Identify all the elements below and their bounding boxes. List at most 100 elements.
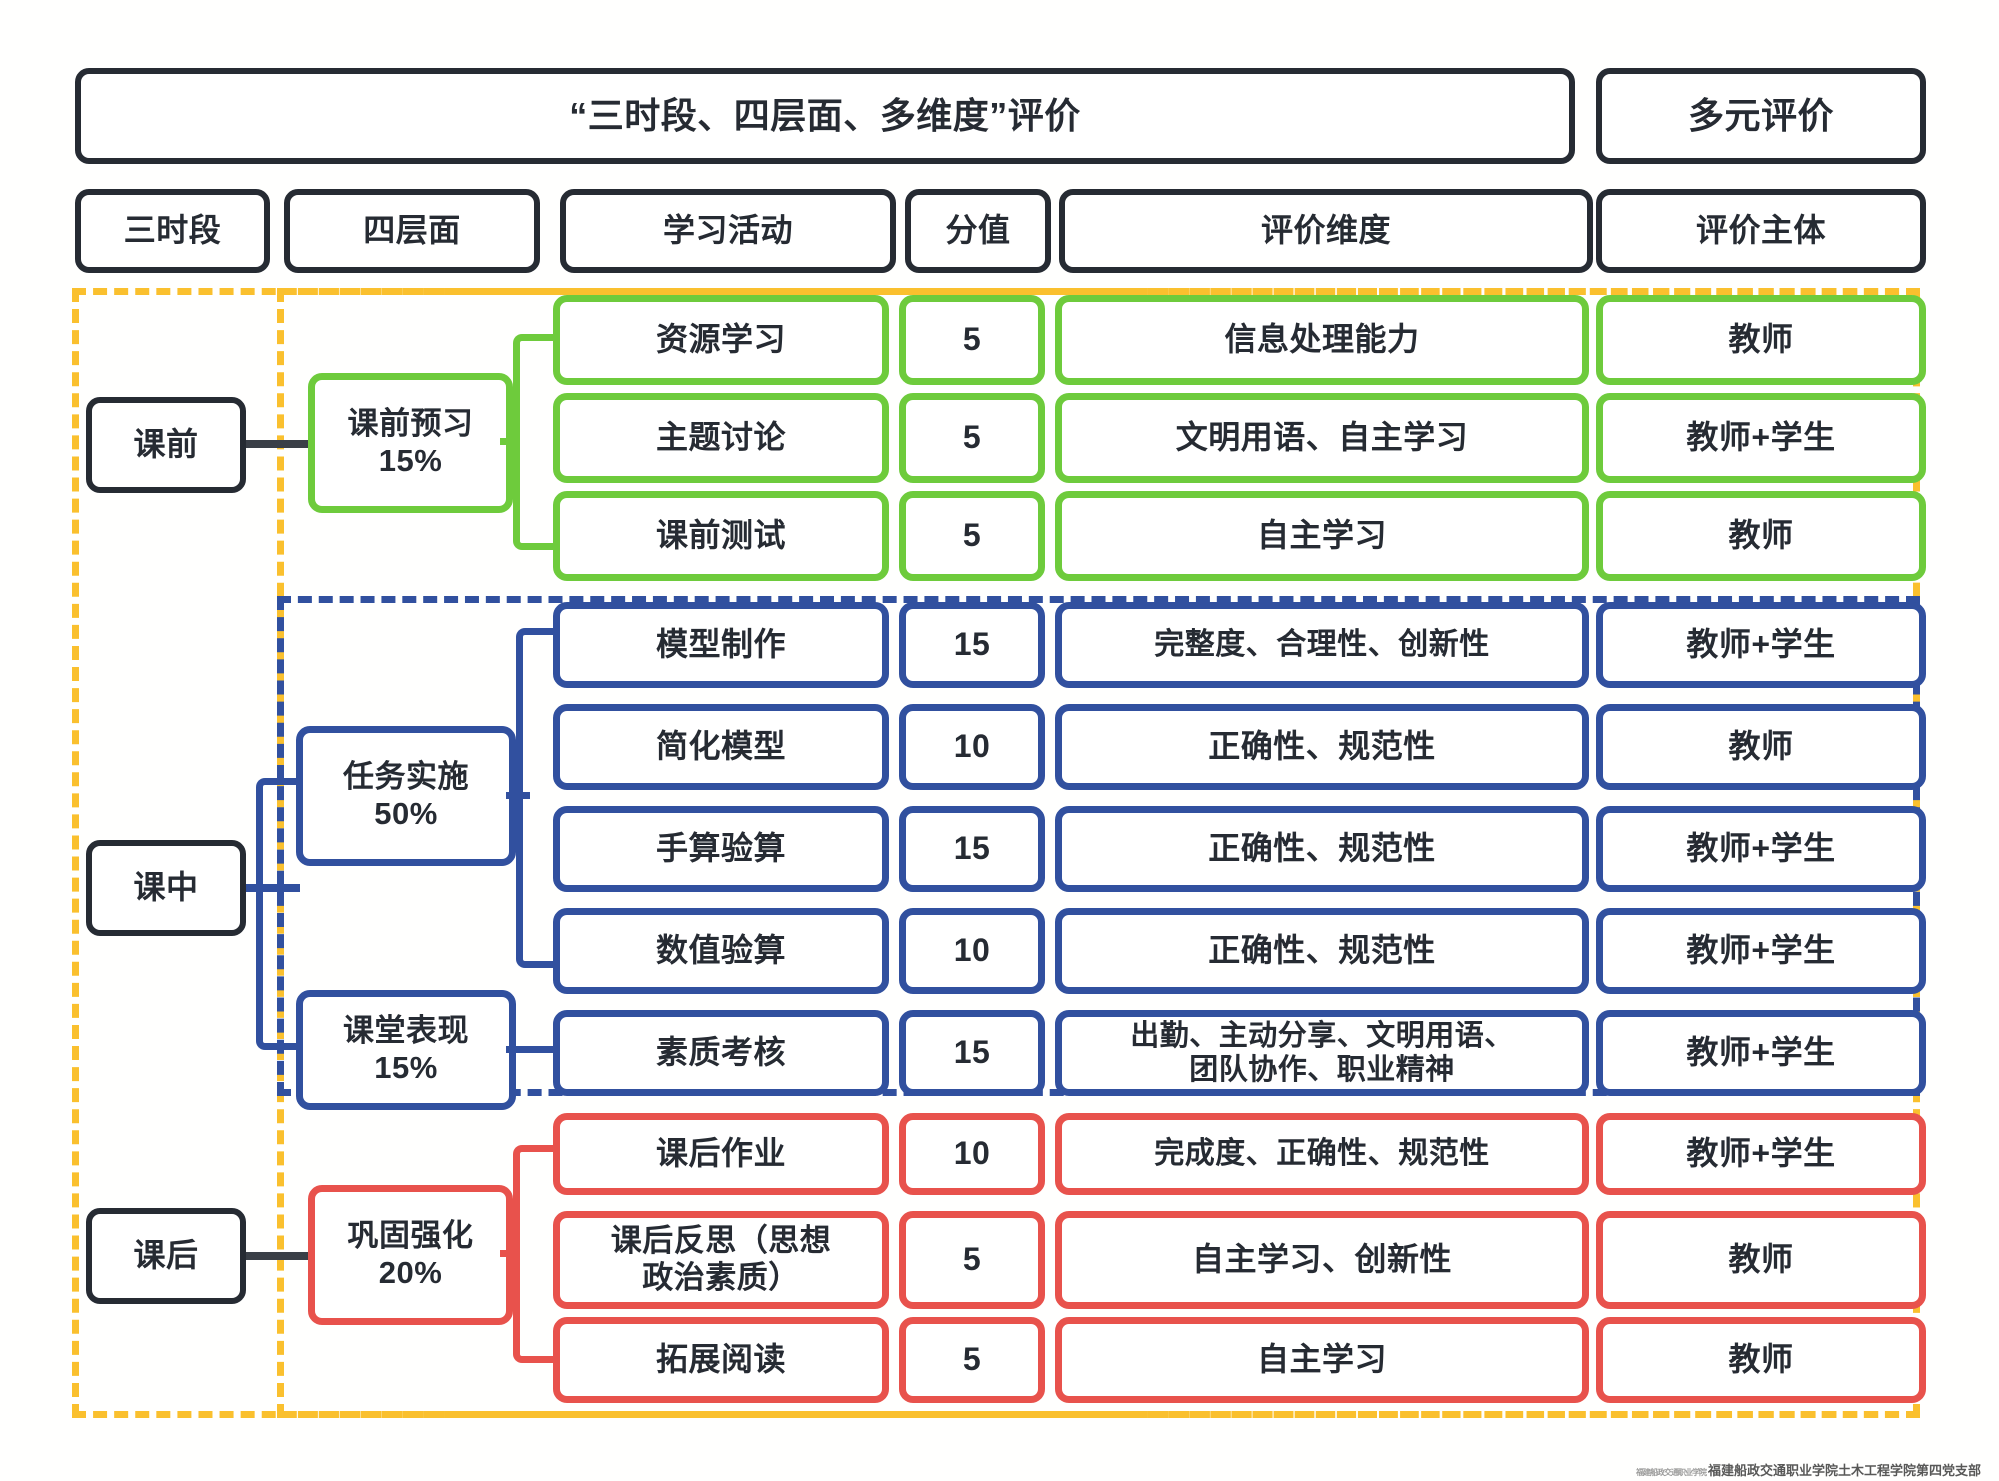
dimension-box-after-0: 完成度、正确性、规范性 (1055, 1113, 1589, 1195)
activity-label-during-2: 手算验算 (655, 830, 786, 867)
layer-name-after-0: 巩固强化 (347, 1218, 474, 1254)
layer-box-after-0: 巩固强化 20% (308, 1185, 513, 1325)
score-box-during-4: 15 (899, 1010, 1045, 1096)
score-label-before-2: 5 (962, 517, 982, 554)
dimension-box-before-2: 自主学习 (1055, 491, 1589, 581)
subject-label-during-0: 教师+学生 (1686, 626, 1836, 663)
dimension-box-before-1: 文明用语、自主学习 (1055, 393, 1589, 483)
footer-text: 福建船政交通职业学院土木工程学院第四党支部 (1707, 1463, 1981, 1478)
layer-name-during-0: 任务实施 (343, 759, 469, 795)
phase-box-during: 课中 (86, 840, 246, 936)
score-label-during-4: 15 (953, 1034, 991, 1071)
score-label-after-2: 5 (962, 1341, 982, 1378)
activity-label-during-1: 简化模型 (655, 728, 786, 765)
activity-box-during-2: 手算验算 (553, 806, 889, 892)
footer-watermark: 福建船政交通职业学院福建船政交通职业学院土木工程学院第四党支部 (1636, 1460, 1981, 1479)
subject-label-after-0: 教师+学生 (1686, 1135, 1836, 1172)
subject-label-during-3: 教师+学生 (1686, 932, 1836, 969)
dimension-box-during-4: 出勤、主动分享、文明用语、 团队协作、职业精神 (1055, 1010, 1589, 1096)
activity-label-after-2: 拓展阅读 (655, 1341, 786, 1378)
score-box-after-0: 10 (899, 1113, 1045, 1195)
layer-weight-during-1: 15% (374, 1050, 438, 1085)
subject-box-before-0: 教师 (1596, 295, 1926, 385)
dimension-label-before-2: 自主学习 (1256, 517, 1387, 554)
dimension-label-after-0: 完成度、正确性、规范性 (1154, 1137, 1490, 1171)
score-label-before-1: 5 (962, 419, 982, 456)
score-box-before-0: 5 (899, 295, 1045, 385)
activity-label-after-0: 课后作业 (655, 1135, 786, 1172)
connector-phase-layer-after (246, 1252, 308, 1260)
column-header-activity: 学习活动 (560, 189, 896, 273)
subject-label-after-2: 教师 (1728, 1341, 1794, 1378)
score-box-after-1: 5 (899, 1211, 1045, 1309)
dimension-box-during-3: 正确性、规范性 (1055, 908, 1589, 994)
activity-label-during-3: 数值验算 (655, 932, 786, 969)
score-label-after-1: 5 (962, 1241, 982, 1278)
dimension-label-before-0: 信息处理能力 (1224, 321, 1420, 358)
layer-weight-before-0: 15% (378, 443, 443, 478)
activity-box-after-2: 拓展阅读 (553, 1317, 889, 1403)
activity-label-before-0: 资源学习 (655, 321, 786, 358)
activity-box-during-1: 简化模型 (553, 704, 889, 790)
score-box-during-1: 10 (899, 704, 1045, 790)
phase-label-before: 课前 (133, 426, 199, 463)
dimension-box-during-0: 完整度、合理性、创新性 (1055, 602, 1589, 688)
column-header-dimension: 评价维度 (1059, 189, 1593, 273)
dimension-label-during-1: 正确性、规范性 (1208, 728, 1436, 765)
layer-weight-during-0: 50% (374, 796, 438, 831)
dimension-label-after-1: 自主学习、创新性 (1191, 1241, 1452, 1278)
activity-box-during-4: 素质考核 (553, 1010, 889, 1096)
activity-box-before-2: 课前测试 (553, 491, 889, 581)
column-header-dimension-label: 评价维度 (1260, 212, 1391, 249)
layer-box-during-0: 任务实施 50% (296, 726, 516, 866)
dimension-box-before-0: 信息处理能力 (1055, 295, 1589, 385)
dimension-box-during-2: 正确性、规范性 (1055, 806, 1589, 892)
layer-box-before-0: 课前预习 15% (308, 373, 513, 513)
phase-label-after: 课后 (133, 1237, 199, 1274)
phase-box-before: 课前 (86, 397, 246, 493)
column-header-subject: 评价主体 (1596, 189, 1926, 273)
dimension-box-after-1: 自主学习、创新性 (1055, 1211, 1589, 1309)
score-box-after-2: 5 (899, 1317, 1045, 1403)
subject-label-before-2: 教师 (1728, 517, 1794, 554)
subject-label-after-1: 教师 (1728, 1241, 1794, 1278)
activity-box-before-1: 主题讨论 (553, 393, 889, 483)
subject-label-during-2: 教师+学生 (1686, 830, 1836, 867)
subject-box-before-1: 教师+学生 (1596, 393, 1926, 483)
activity-label-before-1: 主题讨论 (655, 419, 786, 456)
layer-name-before-0: 课前预习 (347, 406, 474, 442)
phase-label-during: 课中 (133, 869, 199, 906)
subject-box-during-1: 教师 (1596, 704, 1926, 790)
activity-label-during-4: 素质考核 (655, 1034, 786, 1071)
activity-box-during-3: 数值验算 (553, 908, 889, 994)
subject-box-after-1: 教师 (1596, 1211, 1926, 1309)
bracket-phase-stub-during (246, 884, 300, 892)
bracket-stub-before (500, 438, 520, 445)
column-header-layer: 四层面 (284, 189, 540, 273)
score-label-after-0: 10 (953, 1135, 991, 1172)
score-label-during-2: 15 (953, 830, 991, 867)
score-box-before-2: 5 (899, 491, 1045, 581)
activity-box-after-1: 课后反思（思想 政治素质） (553, 1211, 889, 1309)
subject-label-during-4: 教师+学生 (1686, 1034, 1836, 1071)
dimension-label-during-2: 正确性、规范性 (1208, 830, 1436, 867)
column-header-phase-label: 三时段 (123, 212, 222, 249)
score-label-during-1: 10 (953, 728, 991, 765)
score-box-before-1: 5 (899, 393, 1045, 483)
column-header-score-label: 分值 (945, 212, 1011, 249)
header-title: “三时段、四层面、多维度”评价 (569, 94, 1081, 136)
dimension-label-during-3: 正确性、规范性 (1208, 932, 1436, 969)
activity-box-before-0: 资源学习 (553, 295, 889, 385)
subject-label-before-1: 教师+学生 (1686, 419, 1836, 456)
subject-box-during-3: 教师+学生 (1596, 908, 1926, 994)
column-header-subject-label: 评价主体 (1695, 212, 1826, 249)
activity-label-before-2: 课前测试 (655, 517, 786, 554)
column-header-layer-label: 四层面 (363, 212, 461, 249)
column-header-score: 分值 (905, 189, 1051, 273)
header-right-box: 多元评价 (1596, 68, 1926, 164)
layer-weight-after-0: 20% (378, 1255, 443, 1290)
score-box-during-2: 15 (899, 806, 1045, 892)
subject-box-after-2: 教师 (1596, 1317, 1926, 1403)
header-title-box: “三时段、四层面、多维度”评价 (75, 68, 1575, 164)
activity-box-during-0: 模型制作 (553, 602, 889, 688)
